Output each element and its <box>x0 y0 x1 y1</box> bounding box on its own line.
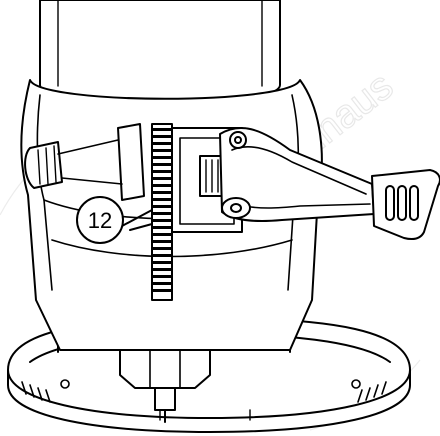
depth-rack <box>151 123 173 301</box>
lever-grip <box>371 169 440 241</box>
rack-teeth <box>152 128 172 292</box>
callout-12 <box>76 196 153 244</box>
callout-label: 12 <box>88 208 112 233</box>
side-clamp-knob <box>24 123 145 201</box>
motor-housing <box>39 0 281 105</box>
clamp-lever <box>219 127 375 222</box>
